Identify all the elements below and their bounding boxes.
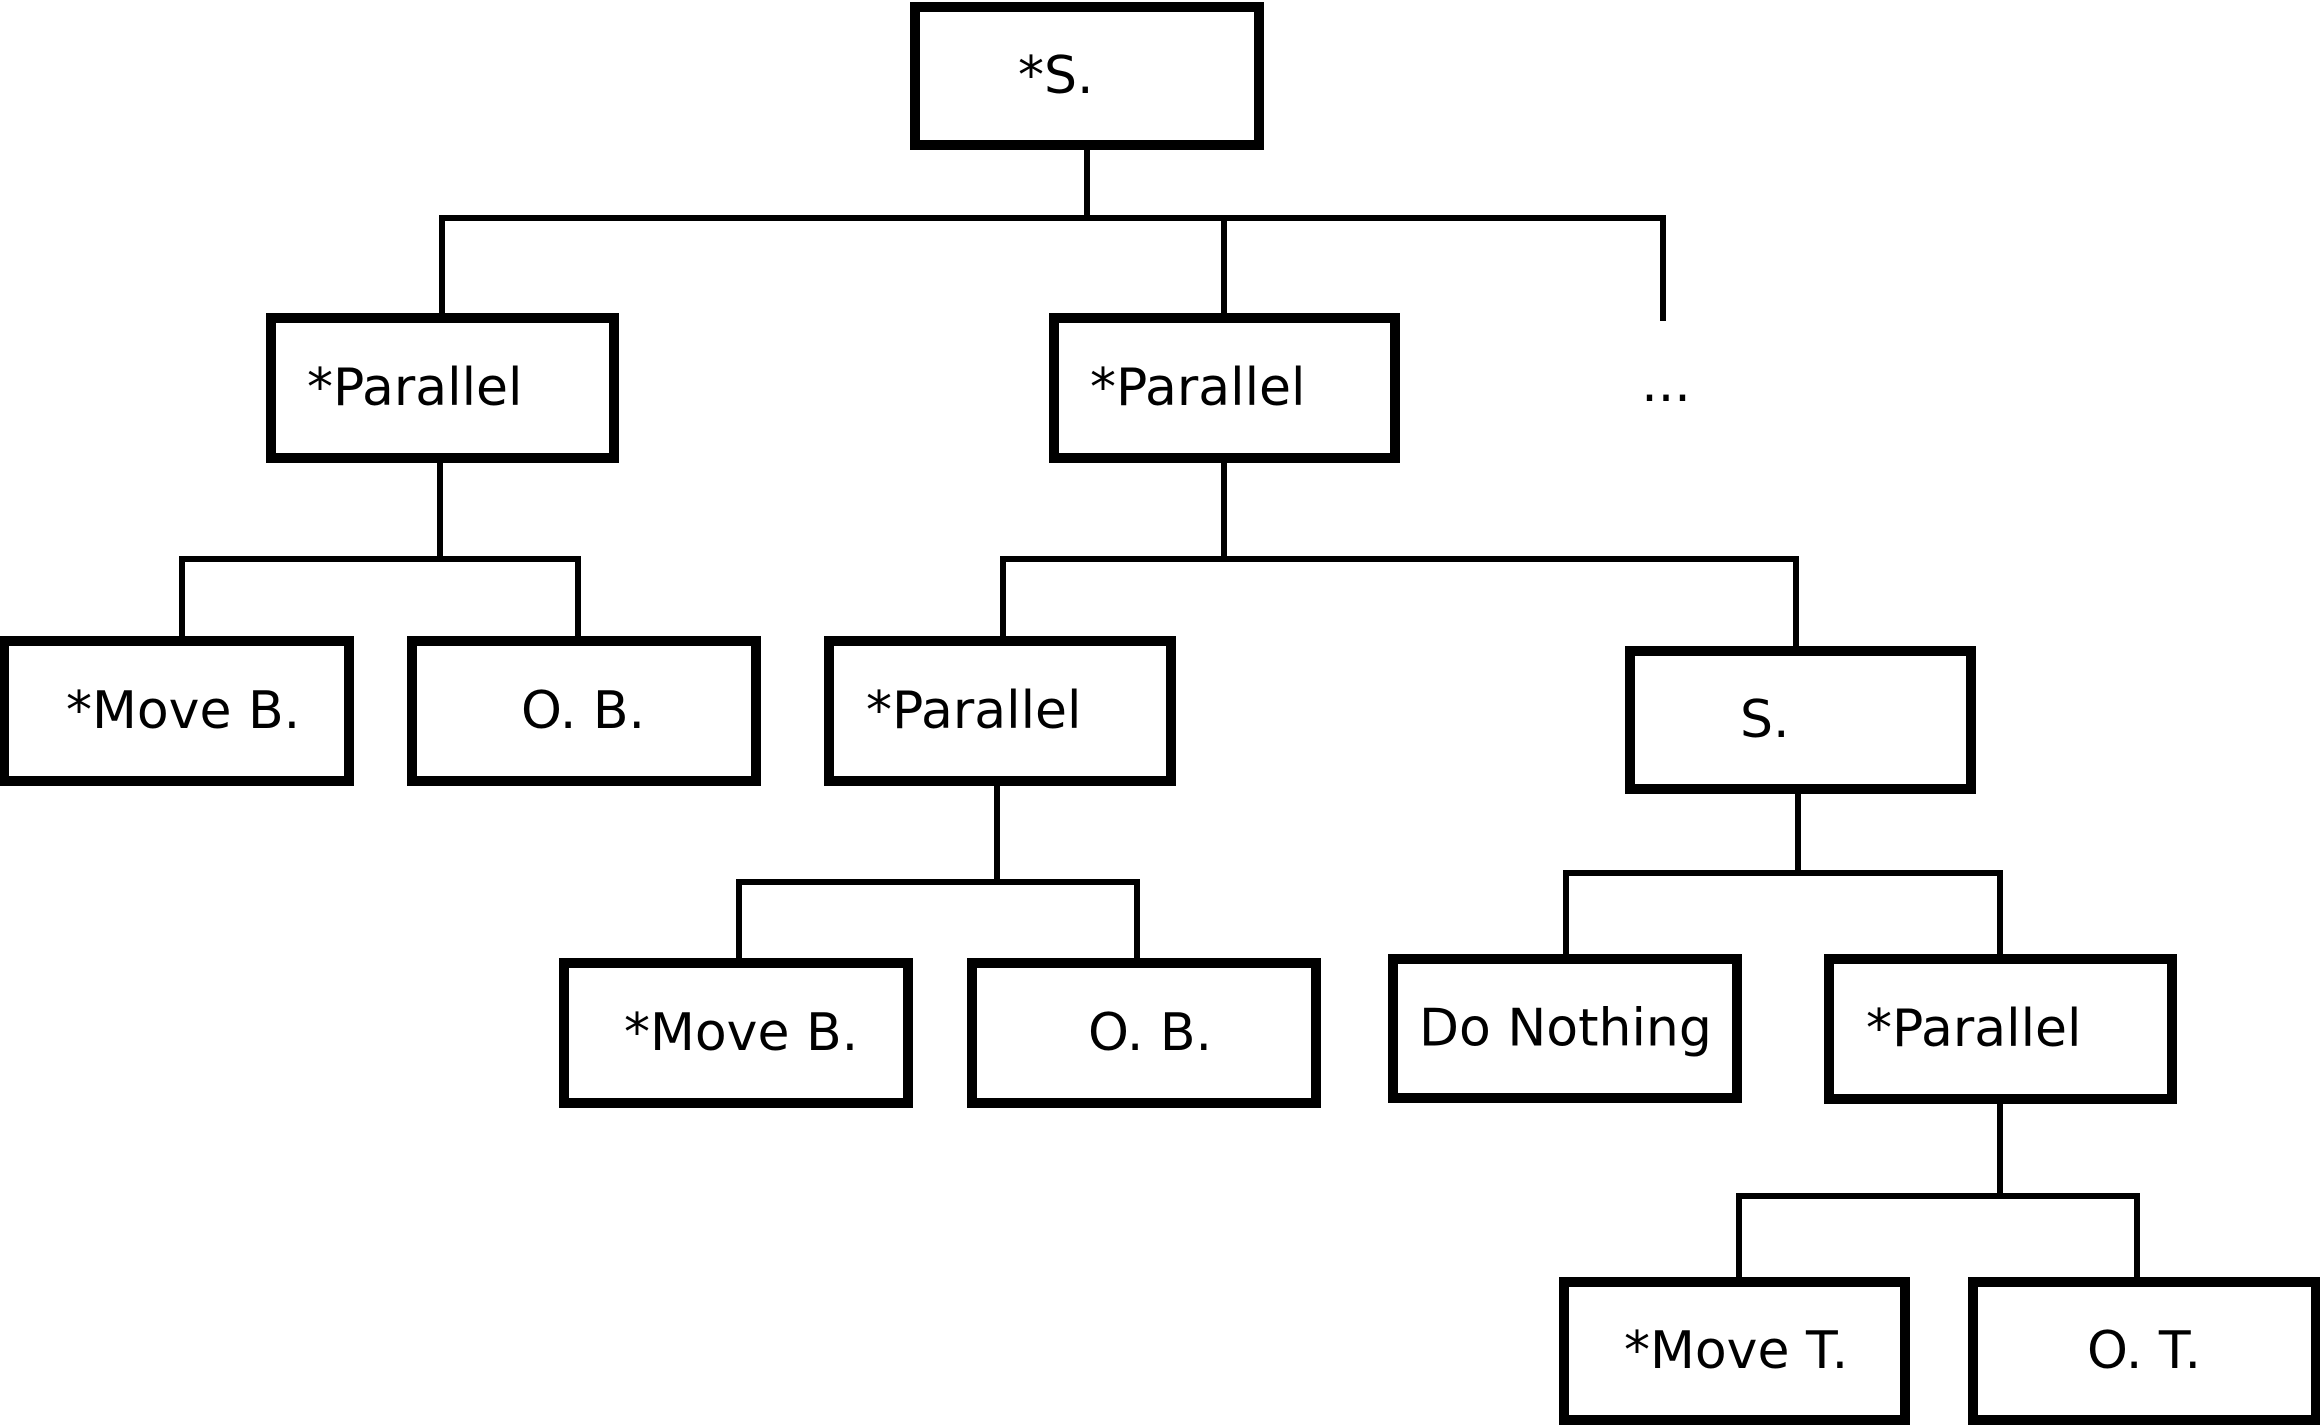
node-move-b-left-label: *Move B. (66, 681, 300, 741)
node-do-nothing-label: Do Nothing (1419, 999, 1712, 1059)
node-parallel-inner-label: *Parallel (866, 681, 1081, 741)
node-ob-left-label: O. B. (521, 681, 645, 741)
node-root: *S. (910, 2, 1264, 150)
node-parallel-right-label: *Parallel (1866, 999, 2081, 1059)
edges (179, 142, 2140, 1285)
node-ob-inner-box (967, 958, 1321, 1108)
node-move-t-label: *Move T. (1624, 1321, 1848, 1381)
node-root-ellipsis-label: ... (1641, 354, 1691, 414)
node-root-box (910, 2, 1264, 150)
node-ob-inner: O. B. (967, 958, 1321, 1108)
node-parallel-middle: *Parallel (1049, 313, 1400, 463)
node-root-label: *S. (1018, 46, 1094, 106)
node-s-node-label: S. (1740, 690, 1790, 750)
node-parallel-inner: *Parallel (824, 636, 1176, 786)
node-parallel-right: *Parallel (1824, 954, 2177, 1104)
node-move-t: *Move T. (1559, 1277, 1910, 1425)
node-do-nothing-box (1388, 954, 1742, 1103)
node-parallel-inner-box (824, 636, 1176, 786)
node-move-b-inner-box (559, 958, 913, 1108)
node-move-t-box (1559, 1277, 1910, 1425)
node-ot: O. T. (1968, 1277, 2320, 1425)
node-s-node: S. (1625, 646, 1976, 794)
node-parallel-middle-label: *Parallel (1090, 358, 1305, 418)
node-s-node-box (1625, 646, 1976, 794)
node-move-b-inner: *Move B. (559, 958, 913, 1108)
node-ob-inner-label: O. B. (1088, 1003, 1212, 1063)
node-ob-left: O. B. (407, 636, 761, 786)
node-ot-box (1968, 1277, 2320, 1425)
node-move-b-left-box (0, 636, 354, 786)
node-parallel-middle-box (1049, 313, 1400, 463)
node-parallel-left: *Parallel (266, 313, 619, 463)
node-move-b-inner-label: *Move B. (624, 1003, 858, 1063)
node-parallel-right-box (1824, 954, 2177, 1104)
node-ob-left-box (407, 636, 761, 786)
node-parallel-left-box (266, 313, 619, 463)
node-ot-label: O. T. (2087, 1321, 2201, 1381)
node-move-b-left: *Move B. (0, 636, 354, 786)
node-do-nothing: Do Nothing (1388, 954, 1742, 1103)
node-parallel-left-label: *Parallel (307, 358, 522, 418)
